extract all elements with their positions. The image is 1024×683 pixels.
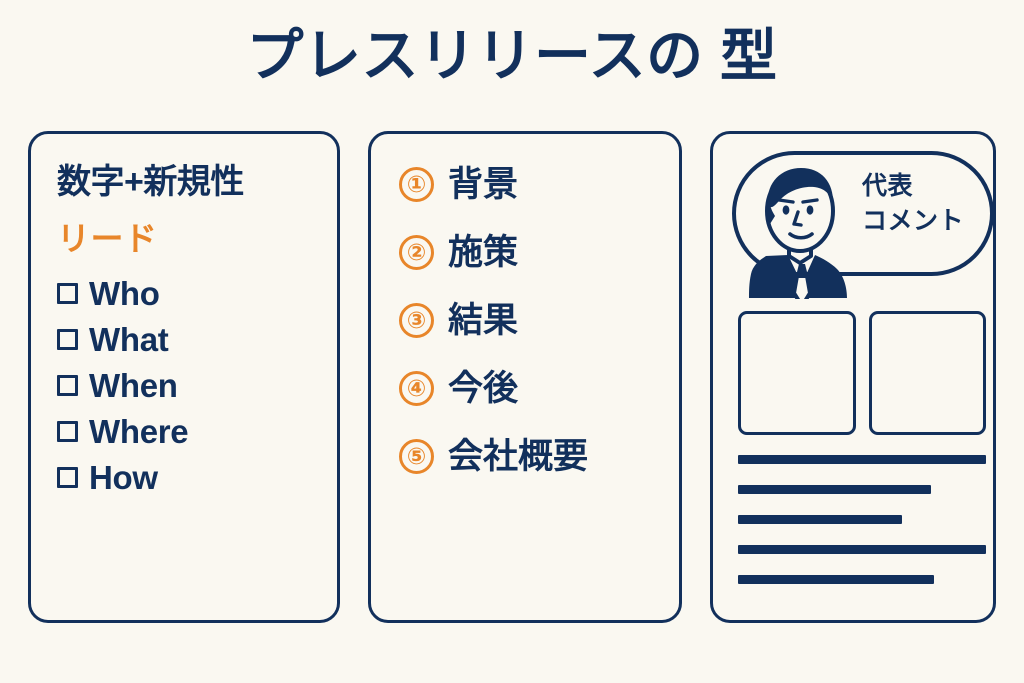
page-title: プレスリリースの 型	[246, 24, 778, 88]
step-number-icon: ⑤	[399, 438, 434, 474]
image-placeholder-row	[738, 311, 986, 435]
check-label: Who	[89, 275, 160, 313]
check-item-what[interactable]: What	[57, 320, 337, 360]
step-label: 結果	[448, 300, 519, 340]
checkbox-icon[interactable]	[57, 421, 78, 443]
checkbox-icon[interactable]	[57, 283, 78, 305]
step-item-4[interactable]: ④ 今後	[399, 366, 679, 410]
image-placeholder-right[interactable]	[868, 311, 986, 435]
comment-label-line1: 代表	[862, 172, 914, 200]
step-number-icon: ④	[399, 370, 434, 406]
image-placeholder-left[interactable]	[738, 311, 856, 435]
five-w-one-h-checklist: Who What When Where How	[57, 274, 337, 498]
step-label: 会社概要	[448, 436, 589, 476]
step-item-1[interactable]: ① 背景	[399, 162, 679, 206]
document-text-lines	[738, 455, 986, 584]
check-item-how[interactable]: How	[57, 458, 337, 498]
lead-subheading: リード	[57, 220, 158, 258]
executive-portrait-icon	[749, 168, 847, 299]
check-label: When	[89, 367, 178, 405]
step-item-2[interactable]: ② 施策	[399, 230, 679, 274]
text-line	[738, 575, 934, 584]
step-item-3[interactable]: ③ 結果	[399, 298, 679, 342]
step-number-icon: ①	[399, 166, 434, 202]
check-label: What	[89, 321, 169, 359]
check-label: How	[89, 459, 158, 497]
comment-label-line2: コメント	[862, 206, 965, 235]
check-item-who[interactable]: Who	[57, 274, 337, 314]
check-item-where[interactable]: Where	[57, 412, 337, 452]
step-label: 背景	[448, 164, 519, 204]
step-label: 今後	[448, 368, 519, 408]
checkbox-icon[interactable]	[57, 375, 78, 397]
check-label: Where	[89, 413, 189, 451]
card-structure: ① 背景 ② 施策 ③ 結果 ④ 今後 ⑤ 会社概要	[368, 131, 682, 623]
text-line	[738, 455, 986, 464]
checkbox-icon[interactable]	[57, 329, 78, 351]
text-line	[738, 515, 902, 524]
checkbox-icon[interactable]	[57, 467, 78, 489]
step-item-5[interactable]: ⑤ 会社概要	[399, 434, 679, 478]
comment-label: 代表 コメント	[862, 169, 990, 238]
text-line	[738, 485, 932, 494]
card-comment-document: 代表 コメント	[710, 131, 996, 623]
comment-zone: 代表 コメント	[732, 151, 994, 301]
step-number-icon: ②	[399, 234, 434, 270]
cards-row: 数字+新規性 リード Who What When Where How	[28, 131, 996, 623]
check-item-when[interactable]: When	[57, 366, 337, 406]
lead-heading: 数字+新規性	[57, 163, 244, 201]
step-label: 施策	[448, 232, 519, 272]
text-line	[738, 545, 986, 554]
step-number-icon: ③	[399, 302, 434, 338]
card-lead: 数字+新規性 リード Who What When Where How	[28, 131, 340, 623]
